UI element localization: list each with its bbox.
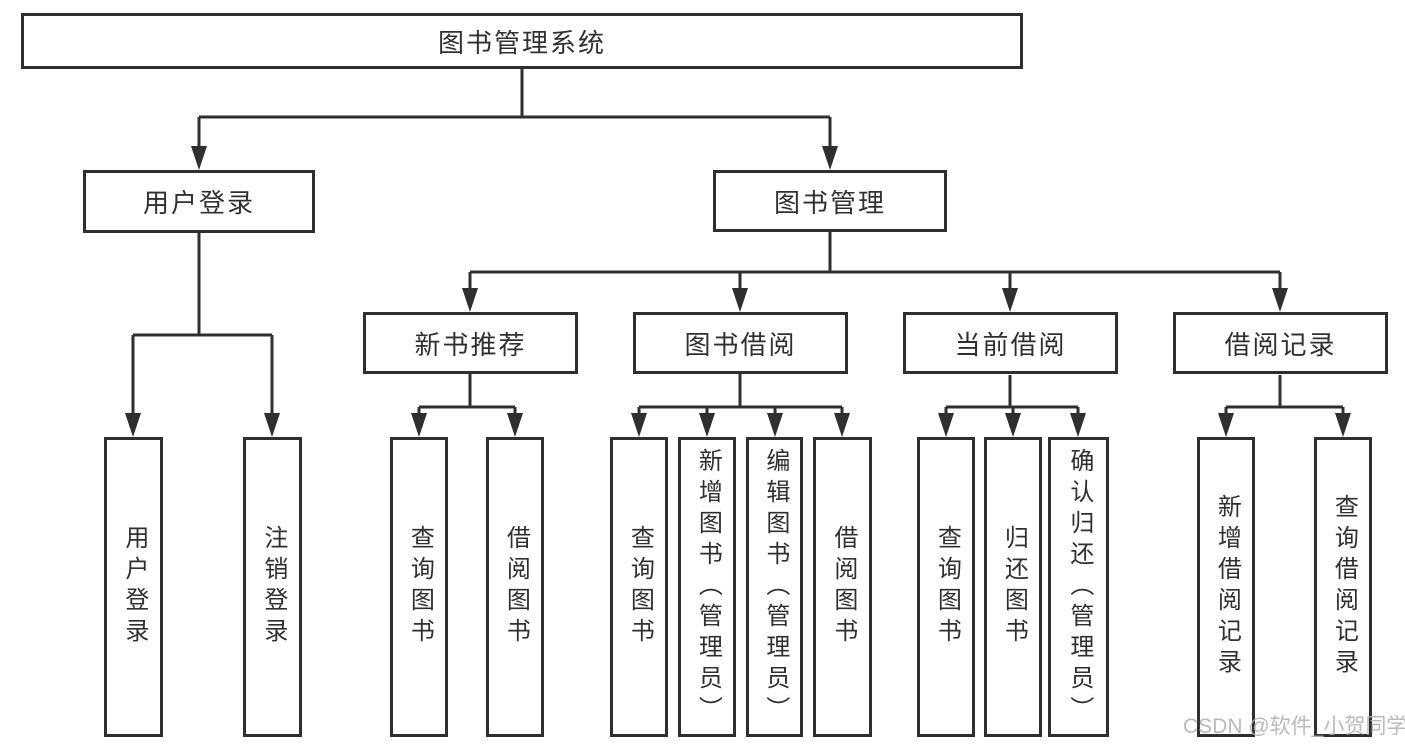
node-book-borrow: 图书借阅 [633, 312, 848, 374]
leaf-query-borrow-record-label: 查询借阅记录 [1330, 494, 1358, 680]
node-book-borrow-label: 图书借阅 [684, 329, 797, 360]
node-new-book-recommend: 新书推荐 [363, 312, 578, 374]
leaf-query-books-recommend: 查询图书 [390, 437, 448, 737]
node-borrow-records: 借阅记录 [1173, 312, 1388, 374]
leaf-confirm-return-admin: 确认归还（管理员） [1048, 437, 1109, 737]
leaf-edit-book-admin-label: 编辑图书（管理员） [761, 447, 789, 727]
leaf-return-book-label: 归还图书 [1000, 525, 1028, 649]
leaf-borrow-books-recommend: 借阅图书 [486, 437, 544, 737]
node-user-login-label: 用户登录 [142, 188, 255, 218]
leaf-query-books-borrow-label: 查询图书 [626, 525, 654, 649]
leaf-query-books-borrow: 查询图书 [610, 437, 668, 737]
leaf-borrow-books-recommend-label: 借阅图书 [502, 525, 530, 649]
leaf-query-books-recommend-label: 查询图书 [406, 525, 434, 649]
node-user-login: 用户登录 [83, 170, 315, 233]
leaf-return-book: 归还图书 [984, 437, 1042, 737]
node-new-book-recommend-label: 新书推荐 [414, 329, 527, 360]
arrowheads [125, 146, 1351, 437]
node-current-borrow: 当前借阅 [903, 312, 1118, 374]
node-book-management: 图书管理 [713, 170, 947, 232]
leaf-query-borrow-record: 查询借阅记录 [1314, 437, 1372, 737]
leaf-add-book-admin: 新增图书（管理员） [678, 437, 736, 737]
node-book-management-label: 图书管理 [773, 187, 886, 218]
leaf-user-login: 用户登录 [104, 437, 163, 737]
csdn-watermark: CSDN @软件_小贺同学 [1183, 715, 1405, 738]
leaf-confirm-return-admin-label: 确认归还（管理员） [1065, 447, 1093, 727]
leaf-borrow-books-borrow-label: 借阅图书 [829, 525, 857, 649]
leaf-add-book-admin-label: 新增图书（管理员） [694, 447, 722, 727]
leaf-query-books-current: 查询图书 [917, 437, 975, 737]
node-library-system-label: 图书管理系统 [437, 27, 606, 58]
leaf-add-borrow-record: 新增借阅记录 [1197, 437, 1255, 737]
leaf-query-books-current-label: 查询图书 [933, 525, 961, 649]
leaf-logout-label: 注销登录 [259, 525, 287, 649]
leaf-user-login-label: 用户登录 [120, 525, 148, 649]
leaf-borrow-books-borrow: 借阅图书 [813, 437, 872, 737]
node-borrow-records-label: 借阅记录 [1224, 329, 1337, 360]
leaf-edit-book-admin: 编辑图书（管理员） [746, 437, 803, 737]
leaf-logout: 注销登录 [243, 437, 302, 737]
node-library-system: 图书管理系统 [21, 13, 1023, 69]
leaf-add-borrow-record-label: 新增借阅记录 [1213, 494, 1241, 680]
node-current-borrow-label: 当前借阅 [954, 329, 1067, 360]
